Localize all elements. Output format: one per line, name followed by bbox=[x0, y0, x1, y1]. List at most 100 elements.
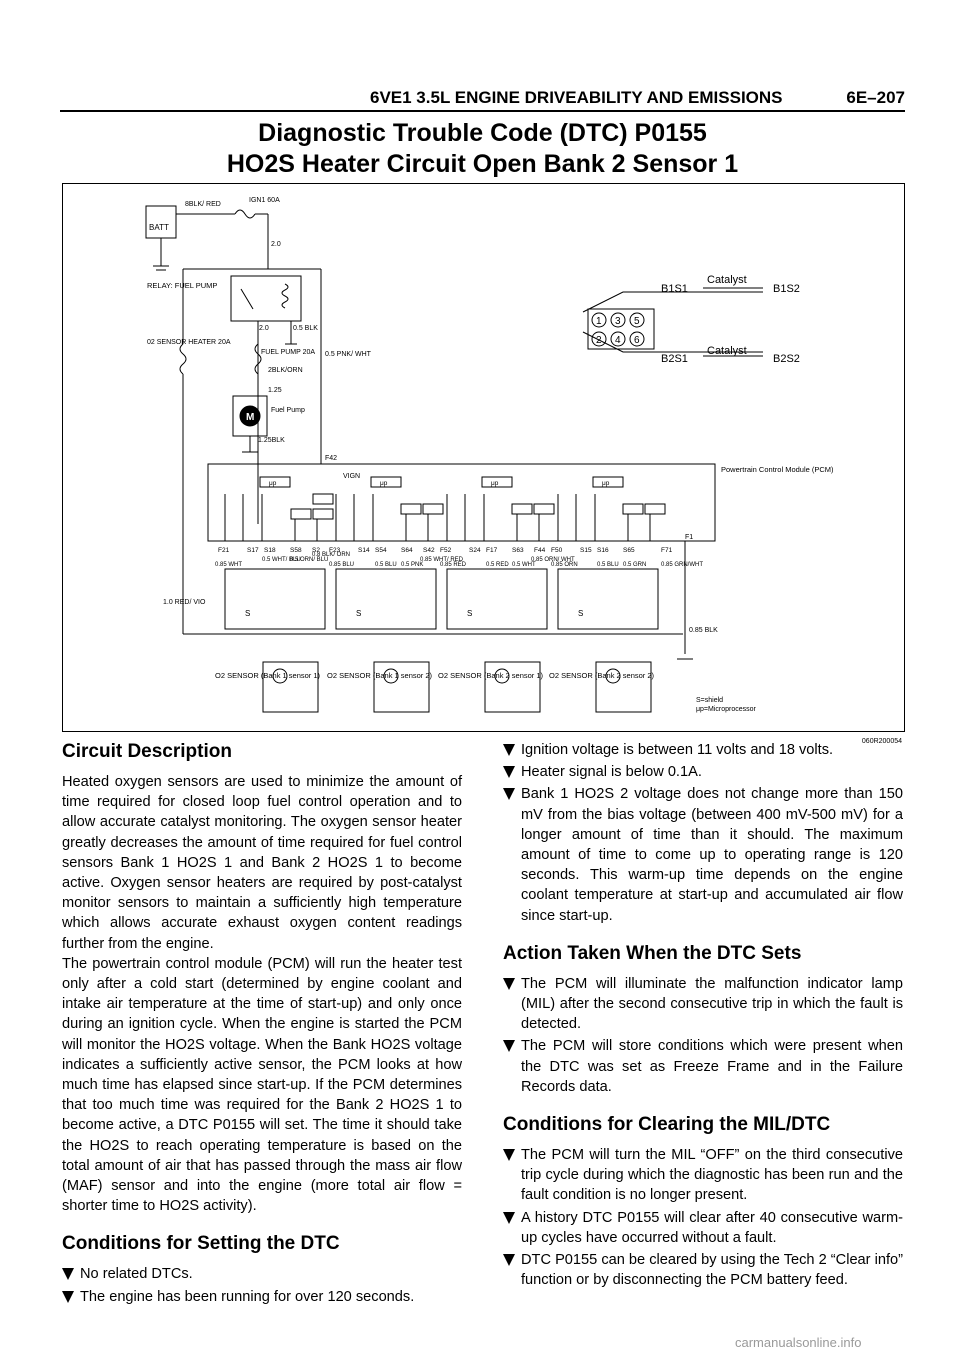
setting-bullet: No related DTCs. bbox=[62, 1264, 462, 1284]
page-number: 6E–207 bbox=[846, 88, 905, 107]
shield-s-1: S bbox=[245, 609, 250, 618]
shield-lines bbox=[224, 568, 659, 630]
wire-label: 0.5 WHT/ BLU bbox=[262, 557, 301, 563]
wire-label: 0.85 ORN bbox=[551, 562, 578, 568]
action-heading: Action Taken When the DTC Sets bbox=[503, 942, 802, 964]
wire-label: 0.5 RED bbox=[486, 562, 509, 568]
ign-fuse-label: IGN1 60A bbox=[249, 197, 280, 204]
o2-heater-label: 02 SENSOR HEATER 20A bbox=[147, 339, 231, 346]
clearing-bullet: The PCM will turn the MIL “OFF” on the t… bbox=[503, 1145, 903, 1206]
bullet-triangle-icon bbox=[503, 977, 515, 990]
wire-label: 0.85 WHT/ RED bbox=[420, 557, 464, 563]
cyl-3: 3 bbox=[615, 316, 621, 327]
sensor-label-b1s2: O2 SENSOR (Bank 1 sensor 2) bbox=[327, 671, 433, 680]
footer-watermark: carmanualsonline.info bbox=[735, 1335, 862, 1350]
pin-label: S63 bbox=[512, 547, 524, 554]
bullet-triangle-icon bbox=[503, 1254, 515, 1267]
wire-label: 0.85 ORN/ WHT bbox=[531, 557, 575, 563]
vign-label: VIGN bbox=[343, 473, 360, 480]
title-line-2: HO2S Heater Circuit Open Bank 2 Sensor 1 bbox=[226, 150, 739, 178]
pin-label: F44 bbox=[534, 547, 546, 554]
bullet-triangle-icon bbox=[503, 766, 515, 779]
wire-label: 0.5 PNK bbox=[401, 562, 423, 568]
sensor-label-b2s2: O2 SENSOR (Bank 2 sensor 2) bbox=[549, 671, 655, 680]
motor-icon bbox=[239, 405, 261, 427]
wire-label: 0.85 WHT bbox=[215, 562, 242, 568]
sensor-label-b1s1: O2 SENSOR (Bank 1 sensor 1) bbox=[215, 671, 321, 680]
cyl-4: 4 bbox=[615, 335, 621, 346]
b1s1-label: B1S1 bbox=[661, 283, 688, 295]
wire-1-25: 1.25 bbox=[268, 387, 282, 394]
pin-label: S14 bbox=[358, 547, 370, 554]
pin-stubs bbox=[224, 494, 651, 541]
setting-heading: Conditions for Setting the DTC bbox=[62, 1233, 340, 1255]
setting-bullet: The engine has been running for over 120… bbox=[62, 1287, 462, 1307]
clearing-bullet: A history DTC P0155 will clear after 40 … bbox=[503, 1208, 903, 1248]
fuel-pump-label: Fuel Pump bbox=[271, 407, 305, 414]
pin-label: S42 bbox=[423, 547, 435, 554]
pin-label: F21 bbox=[218, 547, 230, 554]
mup-label-4: μp bbox=[602, 480, 610, 487]
pin-label: S64 bbox=[401, 547, 413, 554]
action-bullet: The PCM will illuminate the malfunction … bbox=[503, 974, 903, 1035]
b2s2-label: B2S2 bbox=[773, 353, 800, 365]
pin-label: S15 bbox=[580, 547, 592, 554]
relay-coil-icon bbox=[281, 283, 289, 309]
wire-label: 0.8 BLK/ ORN bbox=[312, 552, 350, 558]
mup-label-2: μp bbox=[380, 480, 388, 487]
pin-label: F17 bbox=[486, 547, 498, 554]
wire-label: 0.5 BLU bbox=[597, 562, 619, 568]
right-column: Ignition voltage is between 11 volts and… bbox=[503, 740, 903, 1292]
fuel-pump-fuse-label: FUEL PUMP 20A bbox=[261, 349, 315, 356]
bullet-triangle-icon bbox=[62, 1290, 74, 1303]
wiring-diagram: BATT 8BLK/ RED IGN1 60A 2.0 RELAY: FUEL … bbox=[62, 183, 905, 745]
fuel-pump-wire: 2BLK/ORN bbox=[268, 367, 303, 374]
legend-shield: S=shield bbox=[696, 697, 723, 704]
circuit-description-heading: Circuit Description bbox=[62, 741, 232, 762]
action-bullet: The PCM will store conditions which were… bbox=[503, 1036, 903, 1097]
motor-label: M bbox=[246, 412, 254, 423]
setting-bullet: Ignition voltage is between 11 volts and… bbox=[503, 740, 903, 760]
pcm-box bbox=[207, 463, 716, 542]
catalyst-label-top: Catalyst bbox=[707, 274, 747, 286]
b1s2-label: B1S2 bbox=[773, 283, 800, 295]
pin-label: S17 bbox=[247, 547, 259, 554]
exhaust-layout bbox=[582, 287, 763, 357]
diagram-reference: 060R200054 bbox=[861, 738, 902, 745]
pin-label: F52 bbox=[440, 547, 452, 554]
wire-label: 0.5 BLU bbox=[375, 562, 397, 568]
batt-wire-label: 8BLK/ RED bbox=[185, 201, 221, 208]
clearing-bullet: DTC P0155 can be cleared by using the Te… bbox=[503, 1250, 903, 1290]
relay-wire-1: 2.0 bbox=[259, 325, 269, 332]
shield-s-2: S bbox=[356, 609, 361, 618]
f42-label: F42 bbox=[325, 455, 337, 462]
cyl-5: 5 bbox=[634, 316, 640, 327]
bullet-triangle-icon bbox=[503, 1211, 515, 1224]
mup-label-1: μp bbox=[269, 480, 277, 487]
pin-label: S2 bbox=[312, 547, 320, 554]
setting-bullet: Heater signal is below 0.1A. bbox=[503, 762, 903, 782]
relay-wire-2: 0.5 BLK bbox=[293, 325, 318, 332]
red-vio-wire: 1.0 RED/ VIO bbox=[163, 599, 206, 606]
battery-label: BATT bbox=[149, 223, 169, 232]
cyl-1: 1 bbox=[596, 316, 602, 327]
wire-label: 0.85 BLU bbox=[329, 562, 354, 568]
bullet-triangle-icon bbox=[503, 744, 515, 756]
pin-label: F50 bbox=[551, 547, 563, 554]
shield-s-3: S bbox=[467, 609, 472, 618]
page-title: Diagnostic Trouble Code (DTC) P0155 HO2S… bbox=[60, 118, 905, 180]
b2s1-label: B2S1 bbox=[661, 353, 688, 365]
bullet-triangle-icon bbox=[503, 1149, 515, 1162]
pin-label: F23 bbox=[329, 547, 341, 554]
fuel-pump-fuse-icon bbox=[254, 343, 262, 375]
ign-fuse-icon bbox=[234, 209, 256, 219]
title-line-1: Diagnostic Trouble Code (DTC) P0155 bbox=[258, 119, 707, 147]
relay-box bbox=[230, 275, 302, 322]
setting-bullet: Bank 1 HO2S 2 voltage does not change mo… bbox=[503, 784, 903, 925]
bullet-triangle-icon bbox=[62, 1268, 74, 1281]
pin-label: S54 bbox=[375, 547, 387, 554]
header-rule bbox=[60, 110, 905, 112]
pin-label: S58 bbox=[290, 547, 302, 554]
cyl-6: 6 bbox=[634, 335, 640, 346]
bullet-triangle-icon bbox=[503, 1040, 515, 1053]
